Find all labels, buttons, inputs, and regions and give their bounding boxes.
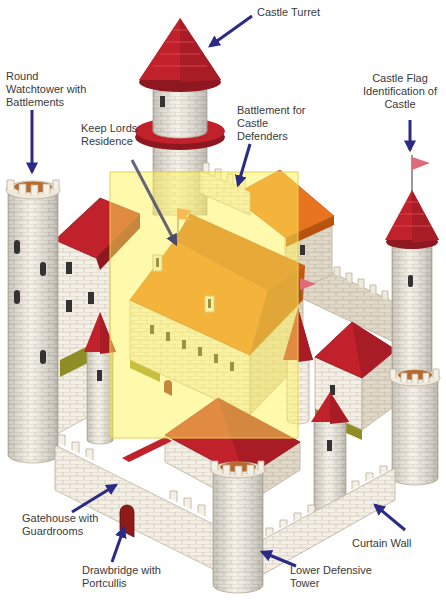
callout-label: Castle Turret [257,6,357,19]
corner-tower [390,369,440,485]
keep-highlight [110,172,298,438]
callout-label: Keep Lords Residence [81,122,143,148]
callout-label: Drawbridge with Portcullis [82,564,192,590]
leader-arrows [32,16,410,566]
flag-tower [385,155,439,385]
callout-label: Lower Defensive Tower [290,564,390,590]
callout-label: Round Watchtower with Battlements [6,70,94,109]
gatehouse-wall [55,435,215,570]
keep-arrow [132,160,176,244]
callout-label: Curtain Wall [352,537,442,550]
callout-label: Gatehouse with Guardrooms [22,512,122,538]
lower-defensive-tower [211,461,265,593]
callout-label: Castle Flag Identification of Castle [354,72,446,111]
callout-label: Battlement for Castle Defenders [237,104,315,143]
round-watchtower [6,180,60,463]
curtain-wall [262,466,395,575]
